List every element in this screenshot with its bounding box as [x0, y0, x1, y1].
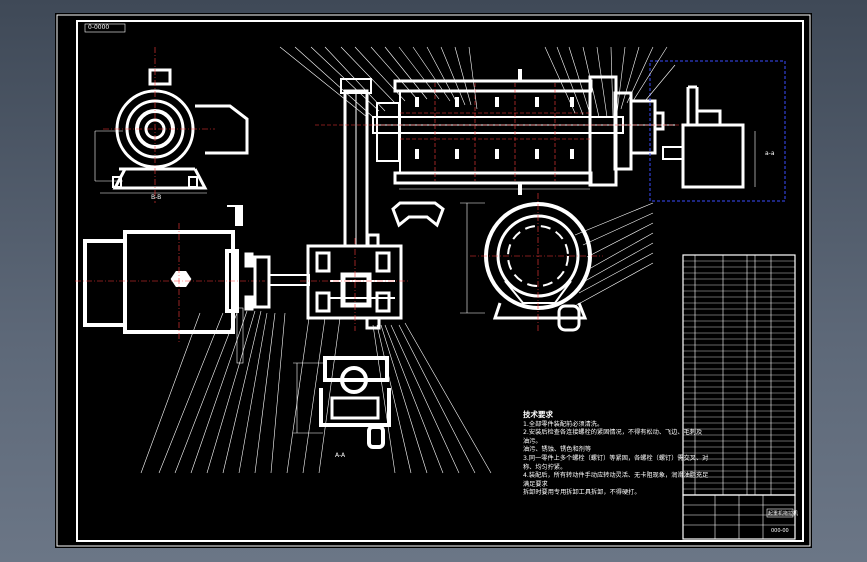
- tech-note-line: 满足要求: [523, 480, 548, 488]
- tech-note-line: 称、均匀拧紧。: [523, 463, 567, 471]
- bracket-part: [391, 201, 445, 228]
- motor-end-dims: [94, 130, 207, 194]
- tech-note-line: 3.同一零件上多个螺栓（螺钉）等紧固，各螺栓（螺钉）需交叉、对: [523, 454, 709, 462]
- motor-body: [83, 230, 239, 334]
- section-marker: [235, 206, 243, 226]
- tech-note-line: 油污、锈蚀、锈色和剂等: [523, 446, 592, 454]
- main-shaft-assembly: [372, 75, 675, 187]
- drawing-sheet: 0-0000 B-B A-A a-a 技术要求 1.全部零件装配前必须清洗。 2…: [55, 13, 812, 548]
- title-block-name: 起重机拖拉机: [768, 511, 799, 517]
- end-cover-view: [662, 85, 756, 189]
- outer-frame: [56, 14, 811, 547]
- frame-code: 0-0000: [88, 24, 110, 31]
- gearbox: [306, 233, 403, 330]
- parts-list-rows: [683, 260, 795, 490]
- tech-note-line: 1.全部零件装配前必须清洗。: [523, 420, 604, 428]
- leader-lines: [140, 46, 676, 474]
- coupling: [244, 252, 310, 311]
- frame-code-box: [84, 23, 126, 33]
- tech-note-line: 拆卸时要用专用拆卸工具拆卸，不得硬打。: [523, 489, 641, 497]
- tech-note-line: 4.装配后，所有转动件手动应转动灵活、无卡阻现象，润滑油脂充足: [523, 472, 709, 480]
- vertical-shaft: [340, 78, 372, 248]
- title-block: [682, 494, 796, 540]
- title-block-number: 000-00: [771, 528, 789, 534]
- view-label-bearing: A-A: [335, 452, 346, 459]
- detail-viewport: [649, 60, 786, 202]
- view-label-motor: B-B: [151, 194, 162, 201]
- tech-notes-title: 技术要求: [523, 410, 553, 419]
- tech-note-line: 2.安装后检查各连接螺栓的紧固情况，不得有松动、飞边、毛刺及: [523, 429, 703, 437]
- tech-note-line: 油污。: [523, 437, 542, 445]
- technical-requirements: 技术要求 1.全部零件装配前必须清洗。 2.安装后检查各连接螺栓的紧固情况，不得…: [523, 410, 733, 498]
- bearing-seat-view: [319, 356, 391, 449]
- view-label-endcover: a-a: [765, 150, 775, 157]
- assembly-drawing: [56, 14, 811, 547]
